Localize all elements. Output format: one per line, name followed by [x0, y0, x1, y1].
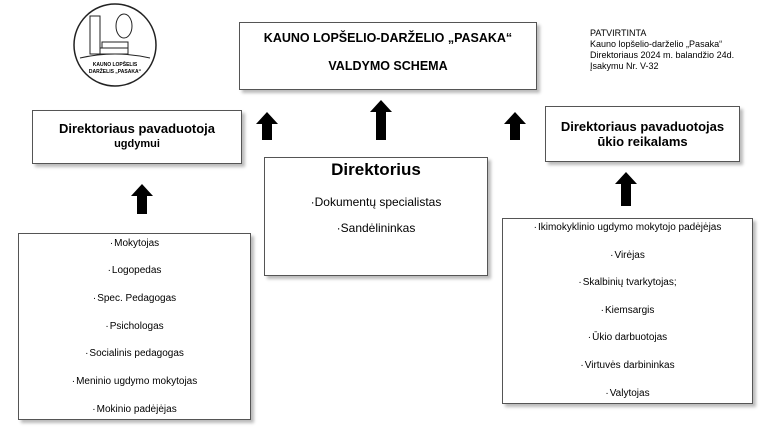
right-staff-list: Ikimokyklinio ugdymo mokytojo padėjėjas …	[502, 218, 753, 404]
right-deputy-line1: Direktoriaus pavaduotojas	[560, 119, 725, 134]
logo: KAUNO LOPŠELIS DARŽELIS „PASAKA“	[72, 2, 158, 93]
up-arrow-icon	[256, 112, 278, 140]
list-item: Virtuvės darbininkas	[503, 360, 752, 371]
list-item: Meninio ugdymo mokytojas	[19, 376, 250, 387]
list-item: Mokinio padėjėjas	[19, 404, 250, 415]
left-deputy-line2: ugdymui	[114, 138, 160, 150]
list-item: Kiemsargis	[503, 305, 752, 316]
list-item: Valytojas	[503, 388, 752, 399]
up-arrow-icon	[615, 172, 637, 206]
director-item: ·Sandėlininkas	[336, 221, 416, 235]
approval-line: Direktoriaus 2024 m. balandžio 24d.	[590, 50, 735, 60]
director-item: ·Dokumentų specialistas	[310, 195, 442, 209]
svg-text:KAUNO LOPŠELIS: KAUNO LOPŠELIS	[93, 60, 138, 68]
right-deputy-box: Direktoriaus pavaduotojas ūkio reikalams	[545, 106, 740, 162]
list-item: Ūkio darbuotojas	[503, 332, 752, 343]
svg-text:DARŽELIS „PASAKA“: DARŽELIS „PASAKA“	[89, 67, 142, 75]
approval-line: PATVIRTINTA	[590, 28, 647, 38]
list-item: Ikimokyklinio ugdymo mokytojo padėjėjas	[503, 222, 752, 233]
director-item-label: Dokumentų specialistas	[314, 195, 442, 209]
title-line1: KAUNO LOPŠELIO-DARŽELIO „PASAKA“	[263, 31, 513, 45]
director-item-label: Sandėlininkas	[340, 221, 416, 235]
list-item: Skalbinių tvarkytojas;	[503, 277, 752, 288]
up-arrow-icon	[131, 184, 153, 214]
right-deputy-line2: ūkio reikalams	[597, 134, 688, 149]
left-deputy-box: Direktoriaus pavaduotoja ugdymui	[32, 110, 242, 164]
up-arrow-icon	[370, 100, 392, 140]
up-arrow-icon	[504, 112, 526, 140]
title-line2: VALDYMO SCHEMA	[328, 59, 448, 73]
director-title: Direktorius	[331, 160, 421, 179]
approval-line: Įsakymu Nr. V-32	[590, 61, 659, 71]
list-item: Socialinis pedagogas	[19, 348, 250, 359]
director-box: Direktorius ·Dokumentų specialistas ·San…	[264, 157, 488, 276]
list-item: Logopedas	[19, 265, 250, 276]
approval-note: PATVIRTINTA Kauno lopšelio-darželio „Pas…	[590, 28, 734, 72]
title-box: KAUNO LOPŠELIO-DARŽELIO „PASAKA“ VALDYMO…	[239, 22, 537, 90]
left-deputy-line1: Direktoriaus pavaduotoja	[58, 121, 216, 136]
list-item: Mokytojas	[19, 238, 250, 249]
approval-line: Kauno lopšelio-darželio „Pasaka“	[590, 39, 723, 49]
list-item: Psichologas	[19, 321, 250, 332]
list-item: Spec. Pedagogas	[19, 293, 250, 304]
left-staff-list: Mokytojas Logopedas Spec. Pedagogas Psic…	[18, 233, 251, 420]
list-item: Virėjas	[503, 250, 752, 261]
